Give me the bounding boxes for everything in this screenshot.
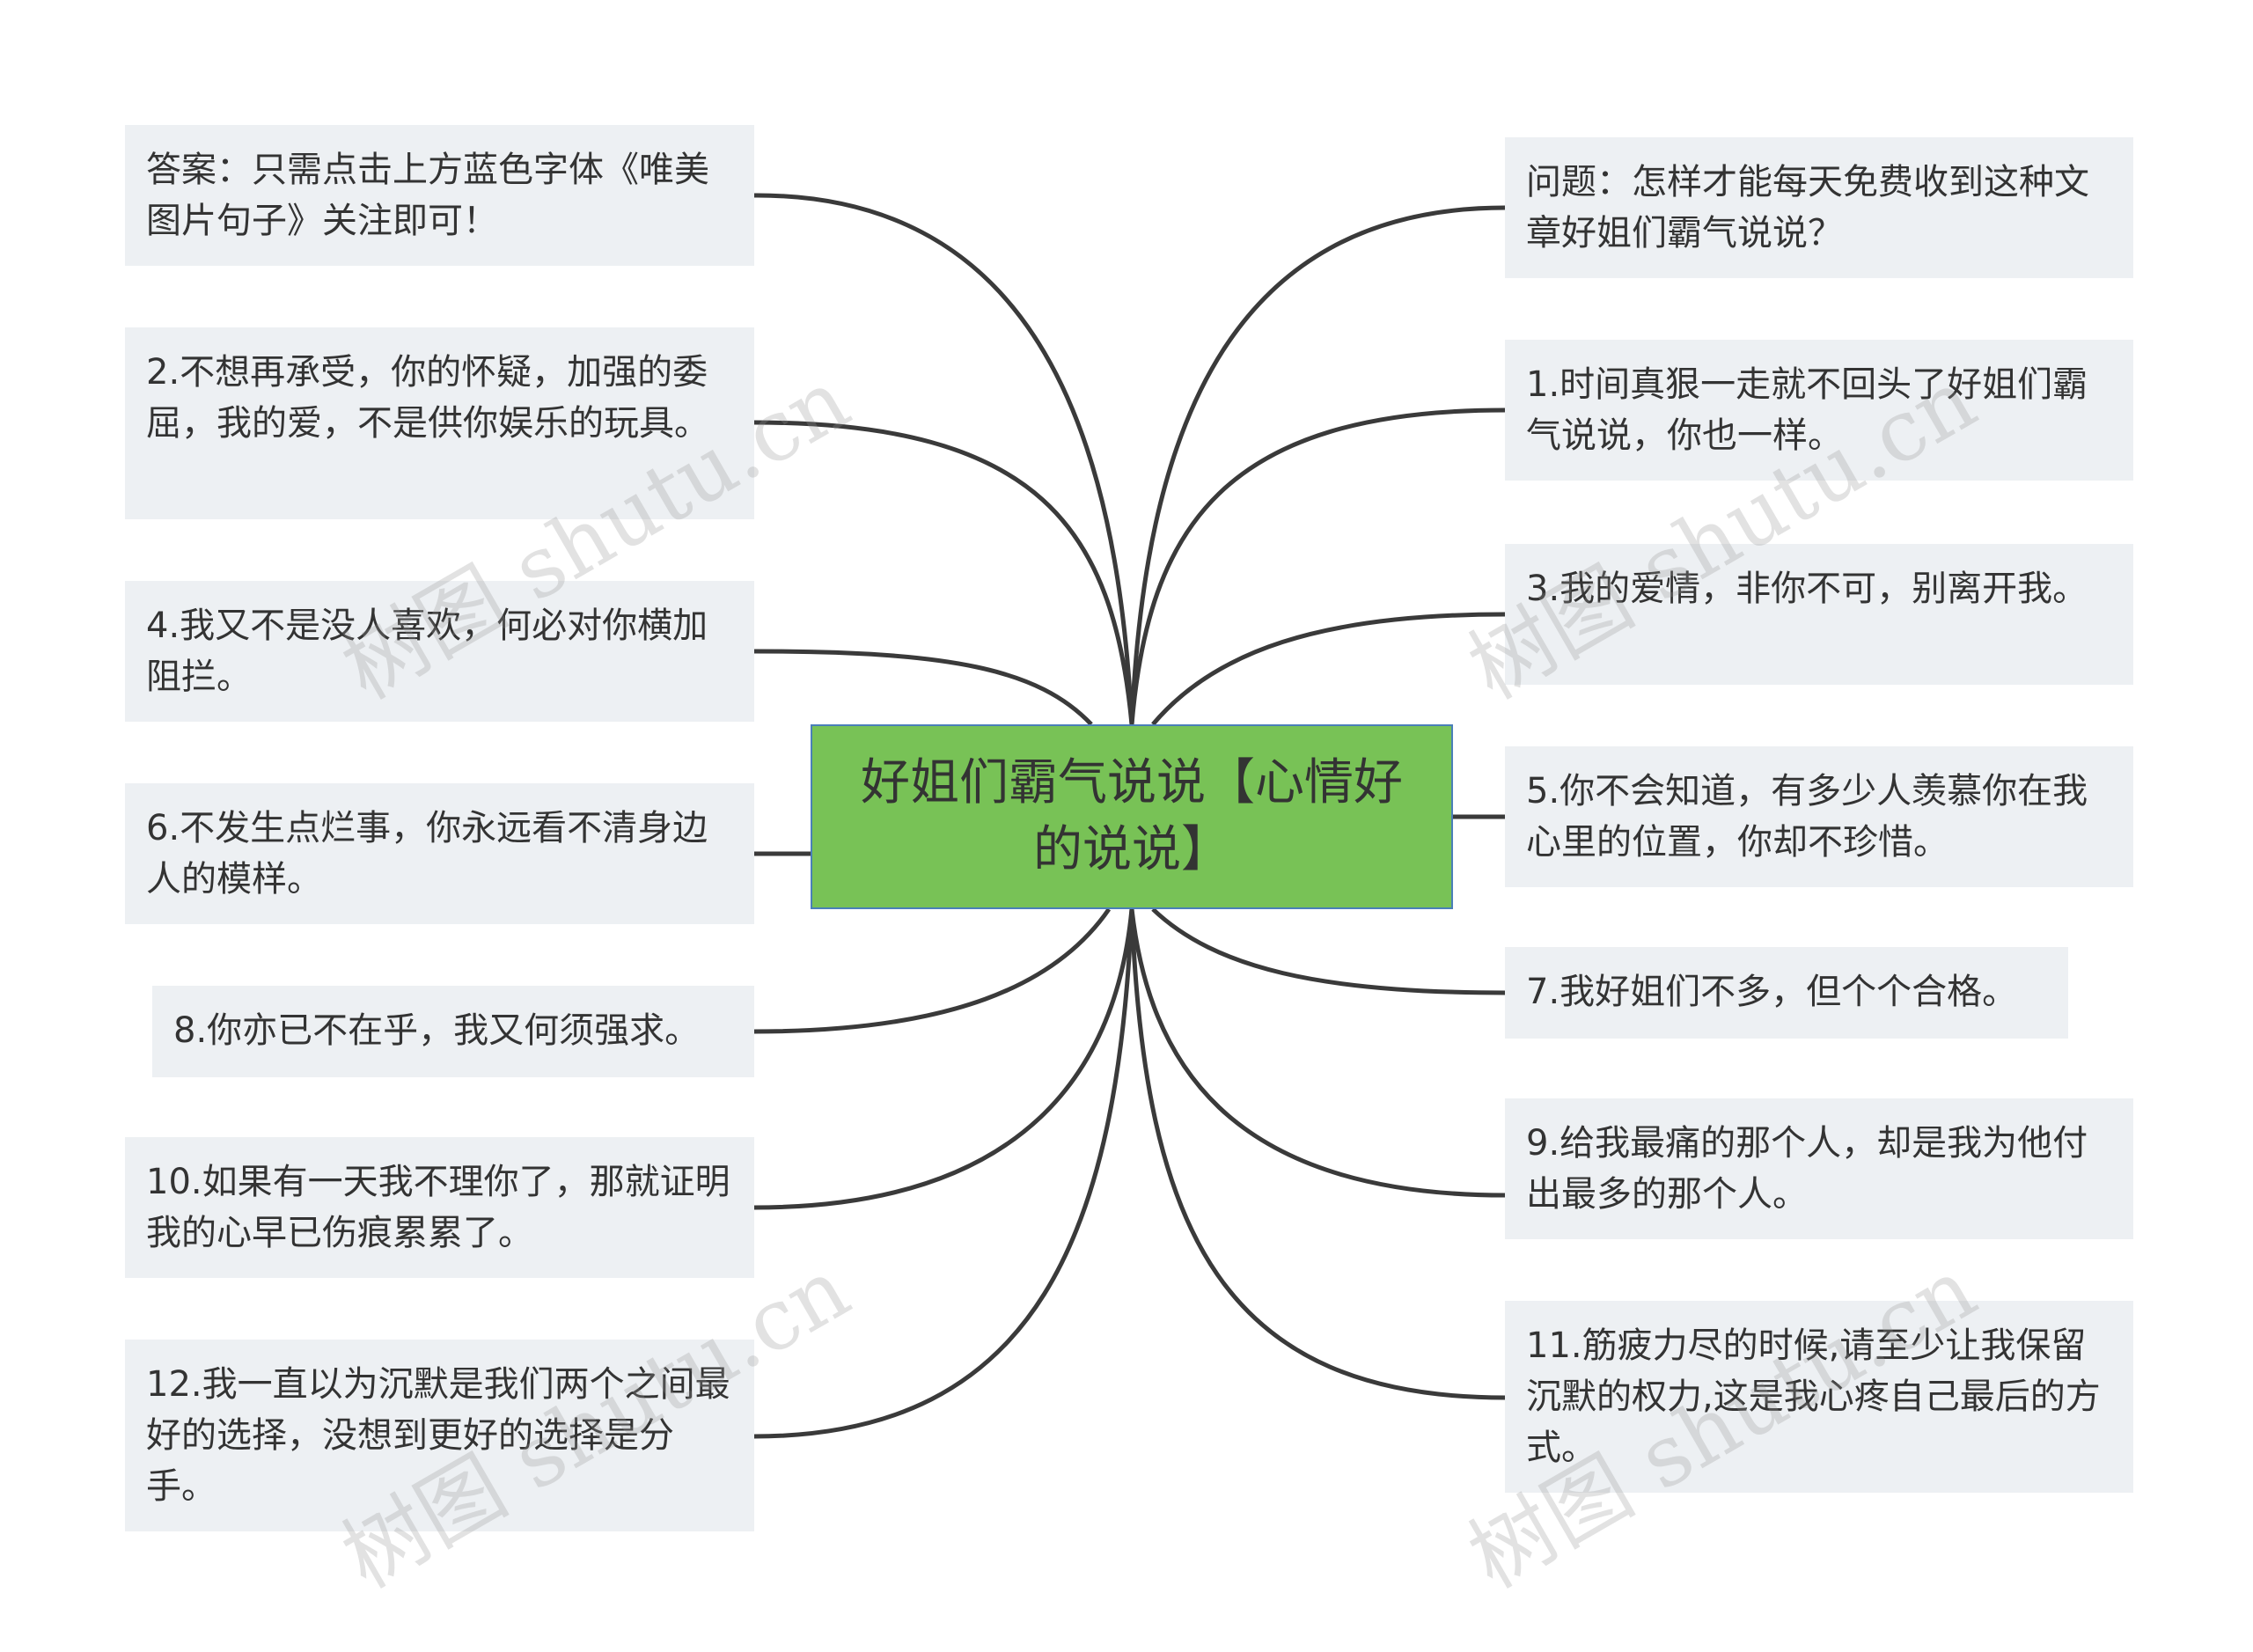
right-node-2: 3.我的爱情，非你不可，别离开我。 <box>1505 544 2133 685</box>
left-node-4-text: 8.你亦已不在乎，我又何须强求。 <box>173 1010 701 1051</box>
left-node-6-text: 12.我一直以为沉默是我们两个之间最好的选择，没想到更好的选择是分手。 <box>146 1364 730 1507</box>
left-node-2-text: 4.我又不是没人喜欢，何必对你横加阻拦。 <box>146 606 708 697</box>
connector-l2 <box>753 649 1093 726</box>
central-topic: 好姐们霸气说说【心情好的说说】 <box>811 724 1453 909</box>
connector-l5 <box>753 908 1134 1210</box>
right-node-2-text: 3.我的爱情，非你不可，别离开我。 <box>1526 569 2088 609</box>
left-node-6: 12.我一直以为沉默是我们两个之间最好的选择，没想到更好的选择是分手。 <box>125 1340 754 1531</box>
right-node-0: 问题：怎样才能每天免费收到这种文章好姐们霸气说说？ <box>1505 137 2133 278</box>
left-node-0-text: 答案：只需点击上方蓝色字体《唯美图片句子》关注即可！ <box>146 150 709 241</box>
connector-l1 <box>753 420 1134 725</box>
left-node-3: 6.不发生点烂事，你永远看不清身边人的模样。 <box>125 783 754 924</box>
right-node-3: 5.你不会知道，有多少人羡慕你在我心里的位置，你却不珍惜。 <box>1505 746 2133 887</box>
right-node-5: 9.给我最痛的那个人，却是我为他付出最多的那个人。 <box>1505 1098 2133 1239</box>
left-node-4: 8.你亦已不在乎，我又何须强求。 <box>152 986 754 1077</box>
central-topic-title: 好姐们霸气说说【心情好的说说】 <box>861 754 1403 878</box>
connector-l4 <box>753 907 1112 1034</box>
right-node-4-text: 7.我好姐们不多，但个个合格。 <box>1526 972 2018 1012</box>
left-node-1-text: 2.不想再承受，你的怀疑，加强的委屈，我的爱，不是供你娱乐的玩具。 <box>146 352 709 444</box>
right-node-6-text: 11.筋疲力尽的时候,请至少让我保留沉默的权力,这是我心疼自己最后的方式。 <box>1526 1325 2101 1468</box>
right-node-1-text: 1.时间真狠一走就不回头了好姐们霸气说说，你也一样。 <box>1526 364 2088 456</box>
left-node-2: 4.我又不是没人喜欢，何必对你横加阻拦。 <box>125 581 754 722</box>
right-node-1: 1.时间真狠一走就不回头了好姐们霸气说说，你也一样。 <box>1505 340 2133 481</box>
connector-r1 <box>1129 407 1506 725</box>
connector-l0 <box>753 193 1134 725</box>
right-node-0-text: 问题：怎样才能每天免费收到这种文章好姐们霸气说说？ <box>1526 162 2089 253</box>
connector-r6 <box>1129 908 1506 1400</box>
left-node-0: 答案：只需点击上方蓝色字体《唯美图片句子》关注即可！ <box>125 125 754 266</box>
right-node-4: 7.我好姐们不多，但个个合格。 <box>1505 947 2068 1039</box>
left-node-1: 2.不想再承受，你的怀疑，加强的委屈，我的爱，不是供你娱乐的玩具。 <box>125 327 754 519</box>
connector-r0 <box>1129 205 1506 725</box>
left-node-5-text: 10.如果有一天我不理你了，那就证明我的心早已伤痕累累了。 <box>146 1162 730 1253</box>
connector-l6 <box>753 908 1134 1439</box>
right-node-6: 11.筋疲力尽的时候,请至少让我保留沉默的权力,这是我心疼自己最后的方式。 <box>1505 1301 2133 1493</box>
left-node-5: 10.如果有一天我不理你了，那就证明我的心早已伤痕累累了。 <box>125 1137 754 1278</box>
right-node-3-text: 5.你不会知道，有多少人羡慕你在我心里的位置，你却不珍惜。 <box>1526 771 2088 863</box>
connector-r2 <box>1151 612 1506 726</box>
left-node-3-text: 6.不发生点烂事，你永远看不清身边人的模样。 <box>146 808 708 899</box>
connector-r5 <box>1129 908 1506 1198</box>
right-node-5-text: 9.给我最痛的那个人，却是我为他付出最多的那个人。 <box>1526 1123 2088 1215</box>
connector-r4 <box>1151 907 1506 995</box>
